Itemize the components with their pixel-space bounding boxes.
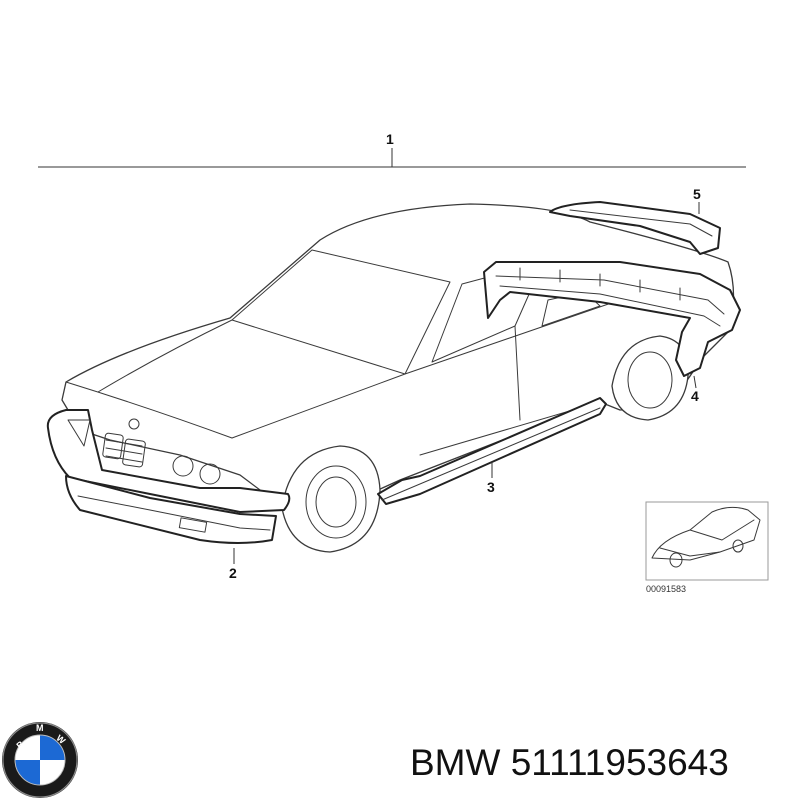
- callout-5: 5: [693, 186, 701, 202]
- brand-name: BMW: [410, 742, 501, 783]
- callout-4-leader: [693, 375, 697, 389]
- part-number: 51111953643: [510, 742, 729, 783]
- rear-spoiler-part: [549, 201, 721, 255]
- callout-2: 2: [229, 565, 237, 581]
- thumbnail-code: 00091583: [646, 584, 686, 594]
- logo-letter-m: M: [36, 723, 44, 733]
- bmw-logo: B M W: [2, 722, 78, 798]
- logo-letter-b: B: [14, 739, 26, 751]
- part-caption: BMW 51111953643: [410, 742, 729, 784]
- front-spoiler-part: [46, 409, 291, 544]
- locator-thumbnail: [645, 501, 769, 581]
- side-skirt-part: [377, 397, 607, 505]
- callout-3: 3: [487, 479, 495, 495]
- rear-apron-part: [483, 261, 741, 377]
- callout-1: 1: [386, 131, 394, 147]
- callout-4: 4: [691, 388, 699, 404]
